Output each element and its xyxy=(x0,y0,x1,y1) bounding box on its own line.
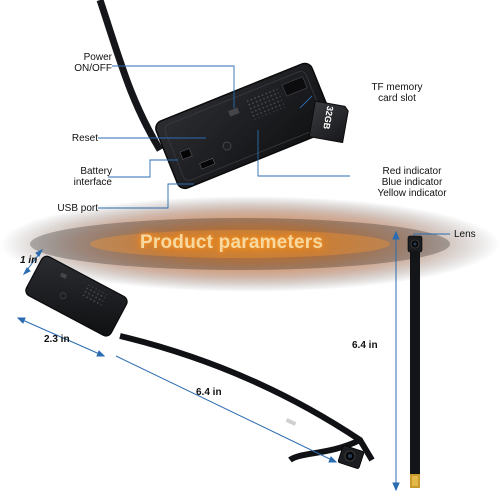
sd-card xyxy=(308,100,349,144)
flat-cable xyxy=(119,333,375,462)
callout-lens: Lens xyxy=(454,229,476,240)
callout-power: Power ON/OFF xyxy=(52,52,112,74)
callout-tf-slot: TF memory card slot xyxy=(356,82,438,104)
callout-lines xyxy=(98,65,450,242)
callout-battery-line1: Battery xyxy=(80,166,112,177)
top-cable xyxy=(96,0,164,152)
callout-indicator-blue: Blue indicator xyxy=(381,177,443,188)
dimension-lines xyxy=(16,230,400,492)
main-device xyxy=(155,62,335,190)
callout-battery: Battery interface xyxy=(40,166,112,188)
callout-power-line2: ON/OFF xyxy=(74,63,112,74)
callout-indicators: Red indicator Blue indicator Yellow indi… xyxy=(352,166,472,199)
callout-tf-line1: TF memory xyxy=(371,82,423,93)
callout-battery-line2: interface xyxy=(73,177,112,188)
callout-indicator-yellow: Yellow indicator xyxy=(377,188,447,199)
headline-product-parameters: Product parameters xyxy=(140,232,324,253)
callout-tf-line2: card slot xyxy=(378,93,416,104)
callout-reset: Reset xyxy=(71,133,98,144)
callout-usb: USB port xyxy=(57,203,98,214)
dimension-cable-height-label: 6.4 in xyxy=(352,340,378,351)
callout-power-line1: Power xyxy=(83,52,112,63)
bottom-device xyxy=(25,255,128,337)
dimension-width-label: 1 in xyxy=(20,255,38,266)
bottom-lens-module xyxy=(337,445,365,469)
dimension-length-label: 2.3 in xyxy=(44,334,70,345)
vertical-cable xyxy=(407,235,423,488)
dimension-cable-length-label: 6.4 in xyxy=(196,387,222,398)
callout-indicator-red: Red indicator xyxy=(382,166,442,177)
